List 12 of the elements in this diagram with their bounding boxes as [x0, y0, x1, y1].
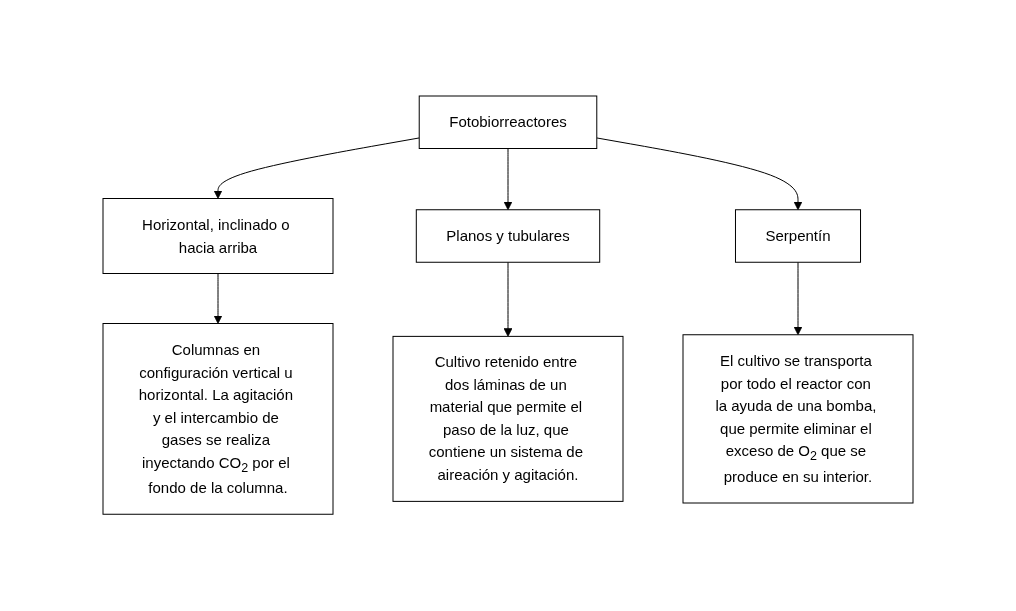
- arrow: [596, 137, 803, 211]
- node-box: Cultivo retenido entre dos láminas de un material que permite el paso de la luz, que contiene un sistema de aireación y agitación.: [392, 336, 624, 503]
- node-box: El cultivo se transporta por todo el reactor con la ayuda de una bomba, que permite eliminar el exceso de O$_{2}$ que se produce en su interior.: [682, 334, 914, 504]
- arrow: [503, 148, 513, 211]
- node-box: Serpentín: [735, 209, 861, 264]
- node-box: Planos y tubulares: [415, 209, 601, 264]
- arrow: [793, 262, 803, 336]
- arrow: [213, 273, 223, 325]
- node-box: Horizontal, inclinado o hacia arriba: [102, 198, 334, 275]
- arrow: [213, 137, 420, 200]
- node-box: Fotobiorreactores: [418, 95, 598, 150]
- node-box: Columnas en configuración vertical u horizontal. La agitación y el intercambio de gases se realiza inyectando CO$_{2}$ por el fondo de la columna.: [102, 323, 334, 516]
